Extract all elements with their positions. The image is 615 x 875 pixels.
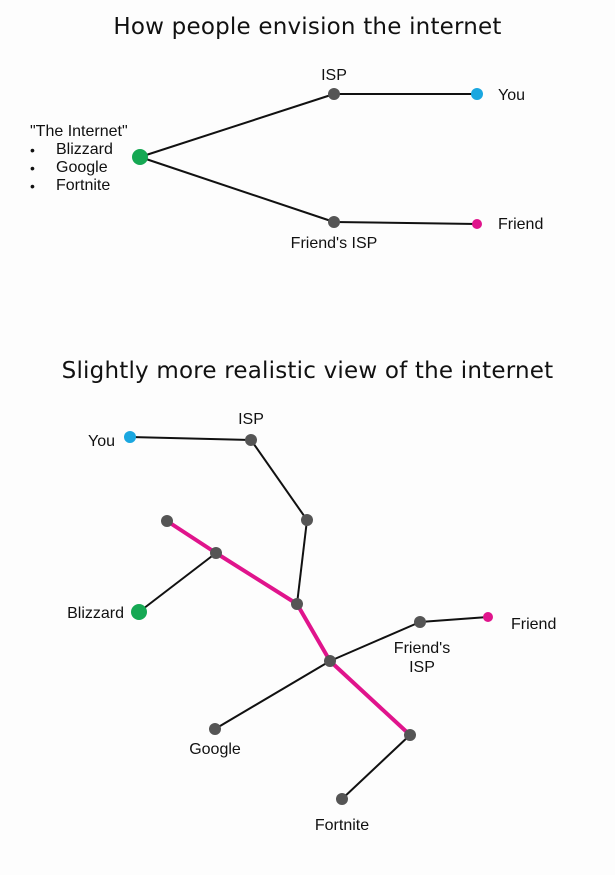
path-edge-1 xyxy=(165,519,218,555)
internet-item-blizzard: Blizzard xyxy=(30,141,128,159)
path-edge-4 xyxy=(328,659,412,737)
edge-blizzard-router-c xyxy=(138,552,217,613)
title-simple-view: How people envision the internet xyxy=(113,14,502,40)
label-friends-isp-line2: ISP xyxy=(409,659,435,676)
node-you xyxy=(471,88,483,100)
edge-router-d-friends-isp xyxy=(329,621,421,662)
highlighted-path xyxy=(165,519,412,737)
node-blizzard xyxy=(131,604,147,620)
internet-services-list: "The Internet" Blizzard Google Fortnite xyxy=(30,123,128,195)
label-friends-isp: Friend's ISP xyxy=(291,235,378,252)
label-isp: ISP xyxy=(238,411,264,428)
node-google xyxy=(209,723,221,735)
edge-router-d-google xyxy=(214,660,331,730)
path-edge-3 xyxy=(295,602,332,663)
path-edge-2 xyxy=(214,551,299,606)
edge-isp-router-a xyxy=(250,439,308,521)
edge-internet-isp xyxy=(139,93,335,158)
node-internet xyxy=(132,149,148,165)
node-friend xyxy=(472,219,482,229)
realistic-edges xyxy=(129,436,489,800)
node-isp xyxy=(245,434,257,446)
internet-item-fortnite: Fortnite xyxy=(30,177,128,195)
label-friend: Friend xyxy=(498,216,543,233)
label-friends-isp-line1: Friend's xyxy=(394,640,450,657)
node-router-b xyxy=(291,598,303,610)
node-friends-isp xyxy=(328,216,340,228)
edge-friends-isp-friend xyxy=(419,616,489,623)
label-isp: ISP xyxy=(321,67,347,84)
label-google: Google xyxy=(189,741,241,758)
label-fortnite: Fortnite xyxy=(315,817,369,834)
node-fortnite xyxy=(336,793,348,805)
simple-edges xyxy=(139,93,478,225)
simple-diagram: ISP You Friend's ISP Friend xyxy=(132,67,543,252)
label-blizzard: Blizzard xyxy=(67,605,124,622)
node-friends-isp xyxy=(414,616,426,628)
label-friend: Friend xyxy=(511,616,556,633)
internet-items: Blizzard Google Fortnite xyxy=(30,141,128,195)
node-router-d xyxy=(324,655,336,667)
node-isp xyxy=(328,88,340,100)
label-you: You xyxy=(498,87,525,104)
realistic-diagram: You ISP Blizzard Friend Friend's ISP Goo… xyxy=(67,411,556,834)
edge-internet-friends-isp xyxy=(139,156,335,223)
node-router-c xyxy=(210,547,222,559)
edge-you-isp xyxy=(129,436,252,441)
edge-router-a-router-b xyxy=(296,519,308,605)
internet-item-google: Google xyxy=(30,159,128,177)
node-friend xyxy=(483,612,493,622)
node-you xyxy=(124,431,136,443)
edge-router-e-fortnite xyxy=(341,734,411,800)
node-router-e xyxy=(404,729,416,741)
internet-label: "The Internet" xyxy=(30,123,128,140)
label-you: You xyxy=(88,433,115,450)
node-router-a xyxy=(301,514,313,526)
node-router-top-left xyxy=(161,515,173,527)
title-realistic-view: Slightly more realistic view of the inte… xyxy=(61,358,554,384)
edge-friends-isp-friend xyxy=(333,221,478,225)
